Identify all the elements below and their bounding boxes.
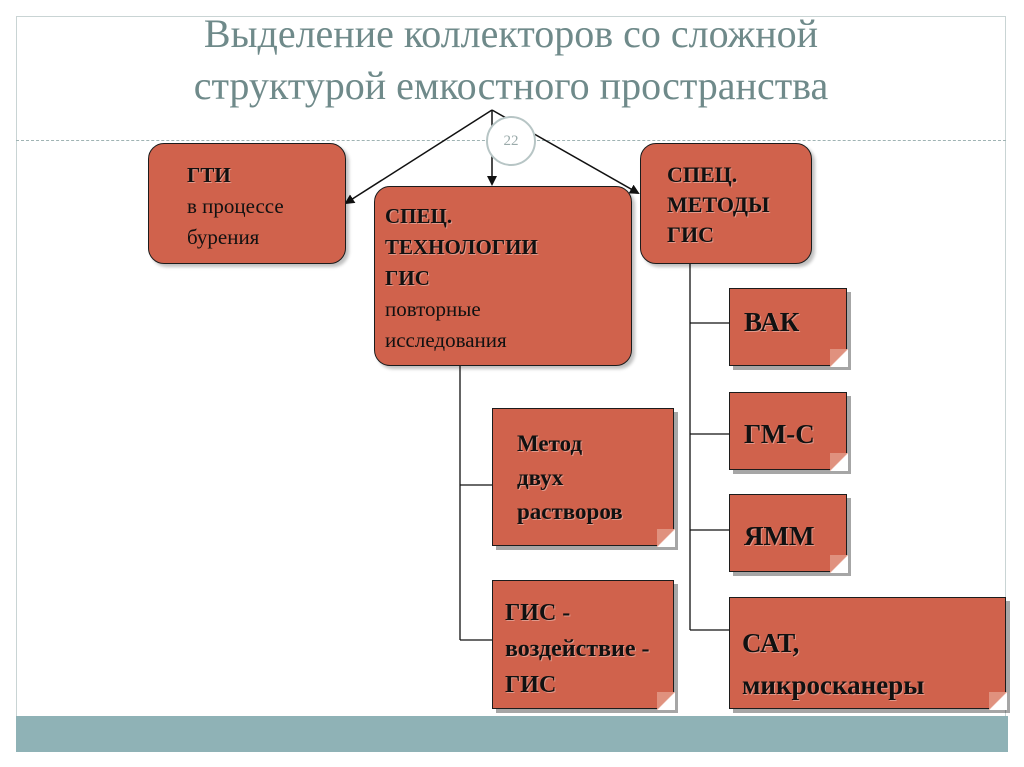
page-number-badge: 22 xyxy=(486,116,536,166)
gis-impact-line-1: ГИС - xyxy=(505,600,571,626)
gm-s-box: ГМ-С xyxy=(729,392,848,471)
spec-tech-line-5: исследования xyxy=(385,328,507,352)
gis-impact-line-2: воздействие - xyxy=(505,636,650,662)
spec-tech-line-3: ГИС xyxy=(385,266,430,290)
spec-tech-line-1: СПЕЦ. xyxy=(385,204,453,228)
method-two-line-1: Метод xyxy=(517,431,583,456)
tree-lines xyxy=(459,264,729,641)
spec-methods-line-3: ГИС xyxy=(667,222,714,247)
arrow-to-gti xyxy=(344,109,493,205)
gis-impact-line-3: ГИС xyxy=(505,672,557,698)
sat-line-1: САТ, xyxy=(742,628,800,658)
gis-impact-box: ГИС - воздействие - ГИС xyxy=(492,580,675,710)
vak-label: ВАК xyxy=(744,307,800,337)
method-two-solutions-box: Метод двух растворов xyxy=(492,408,675,547)
gm-s-label: ГМ-С xyxy=(744,419,815,449)
spec-methods-box: СПЕЦ. МЕТОДЫ ГИС xyxy=(640,143,812,264)
spec-methods-line-1: СПЕЦ. xyxy=(667,162,738,187)
footer-bar xyxy=(16,716,1008,752)
title-line-2: структурой емкостного пространства xyxy=(193,63,829,108)
yamm-box: ЯММ xyxy=(729,494,848,573)
spec-tech-line-2: ТЕХНОЛОГИИ xyxy=(385,235,538,259)
sat-line-2: микросканеры xyxy=(742,670,925,700)
title-area: Выделение коллекторов со сложной структу… xyxy=(16,0,1006,140)
spec-tech-line-4: повторные xyxy=(385,297,481,321)
yamm-label: ЯММ xyxy=(744,521,815,551)
gti-title: ГТИ xyxy=(187,163,231,187)
gti-line-3: бурения xyxy=(187,225,260,249)
gti-box: ГТИ в процессе бурения xyxy=(148,143,346,264)
slide-title: Выделение коллекторов со сложной структу… xyxy=(16,0,1006,112)
gti-line-2: в процессе xyxy=(187,194,284,218)
vak-box: ВАК xyxy=(729,288,848,367)
spec-tech-box: СПЕЦ. ТЕХНОЛОГИИ ГИС повторные исследова… xyxy=(374,186,632,366)
method-two-line-2: двух xyxy=(517,465,564,490)
method-two-line-3: растворов xyxy=(517,499,623,524)
sat-box: САТ, микросканеры xyxy=(729,597,1007,710)
title-line-1: Выделение коллекторов со сложной xyxy=(203,11,819,56)
spec-methods-line-2: МЕТОДЫ xyxy=(667,192,770,217)
